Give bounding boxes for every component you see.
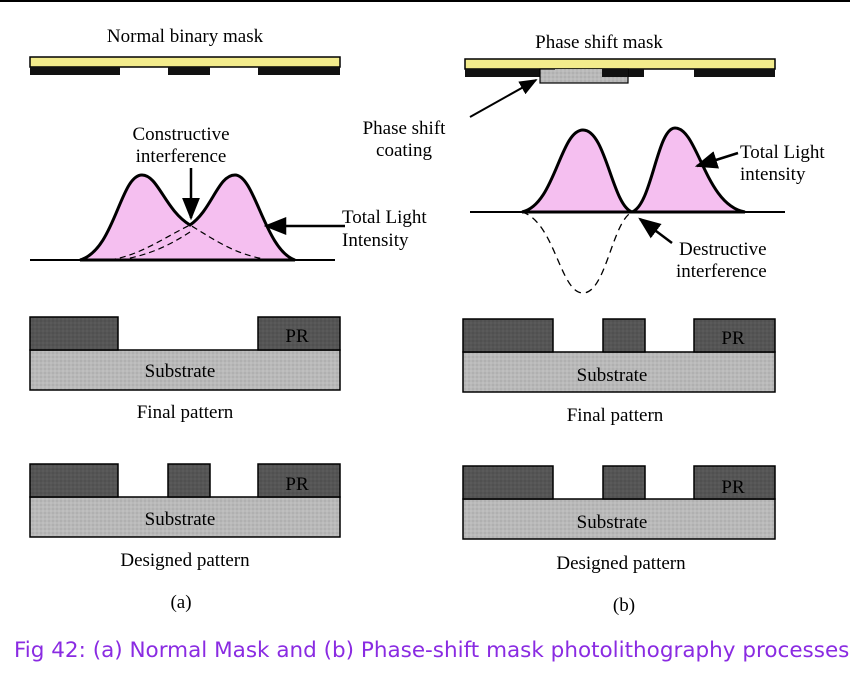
constructive-intensity-plot: [30, 168, 345, 262]
panel-label-b: (b): [613, 595, 635, 616]
chrome-segment: [258, 67, 340, 75]
chrome-segment: [30, 67, 120, 75]
designed-pattern-a: PR Substrate: [29, 463, 341, 538]
coating-window: [555, 69, 602, 77]
photoresist-block: [693, 465, 776, 500]
panel-a: Normal binary mask Constructive interfer…: [29, 26, 427, 613]
photoresist-block: [602, 318, 646, 353]
coating-label-1: Phase shift: [363, 118, 447, 139]
final-pattern-a: PR Substrate: [29, 316, 341, 391]
designed-pattern-caption-a: Designed pattern: [120, 550, 250, 571]
photoresist-block: [257, 316, 341, 351]
panel-label-a: (a): [170, 592, 191, 613]
pr-label: PR: [721, 328, 745, 349]
destructive-arrow: [638, 217, 673, 244]
photoresist-block: [167, 463, 211, 498]
pr-label: PR: [285, 474, 309, 495]
substrate-label: Substrate: [145, 509, 216, 530]
designed-pattern-caption-b: Designed pattern: [556, 553, 686, 574]
photoresist-block: [29, 316, 119, 351]
interference-label-a-1: Constructive: [132, 124, 229, 145]
substrate-label: Substrate: [577, 512, 648, 533]
individual-intensity-dashed: [109, 224, 271, 261]
coating-label-2: coating: [376, 140, 432, 161]
interference-label-a-2: interference: [136, 146, 227, 167]
individual-intensity-dashed: [119, 231, 191, 261]
negative-amplitude-dashed: [521, 211, 633, 294]
photoresist-block: [29, 463, 119, 498]
substrate-block: [462, 498, 776, 540]
mask-glass-b: [464, 58, 776, 70]
final-pattern-caption-b: Final pattern: [567, 405, 664, 426]
total-intensity-curve-a: [79, 173, 296, 262]
mask-glass-a: [29, 56, 341, 68]
interference-label-b-1: Destructive: [679, 239, 767, 260]
photoresist-block: [462, 465, 554, 500]
coating-arrow: [469, 79, 538, 118]
substrate-block: [29, 349, 341, 391]
mask-title-a: Normal binary mask: [107, 26, 264, 47]
pr-label: PR: [721, 477, 745, 498]
substrate-label: Substrate: [145, 361, 216, 382]
chrome-segment: [602, 69, 628, 77]
photoresist-block: [693, 318, 776, 353]
chrome-segment: [694, 69, 775, 77]
interference-label-b-2: interference: [676, 261, 767, 282]
destructive-intensity-plot: [470, 126, 785, 294]
mask-title-b: Phase shift mask: [535, 32, 663, 53]
chrome-segment: [168, 67, 210, 75]
substrate-label: Substrate: [577, 365, 648, 386]
final-pattern-caption-a: Final pattern: [137, 402, 234, 423]
designed-pattern-b: PR Substrate: [462, 465, 776, 540]
chrome-segment: [465, 69, 555, 77]
photoresist-block: [257, 463, 341, 498]
intensity-lobe-left: [521, 128, 633, 214]
substrate-block: [29, 496, 341, 538]
intensity-label-b-2: intensity: [740, 164, 806, 185]
substrate-block: [462, 351, 776, 393]
intensity-label-a-1: Total Light: [342, 207, 427, 228]
panel-b: Phase shift mask Phase shift coating Tot…: [363, 32, 826, 616]
phase-shift-mask: [464, 58, 776, 84]
binary-mask: [29, 56, 341, 75]
intensity-arrow-b: [694, 151, 739, 169]
figure-caption: Fig 42: (a) Normal Mask and (b) Phase-sh…: [14, 638, 850, 663]
photoresist-block: [602, 465, 646, 500]
pr-label: PR: [285, 326, 309, 347]
intensity-label-a-2: Intensity: [342, 230, 409, 251]
photoresist-block: [462, 318, 554, 353]
intensity-lobe-right: [631, 126, 746, 214]
intensity-label-b-1: Total Light: [740, 142, 825, 163]
final-pattern-b: PR Substrate: [462, 318, 776, 393]
